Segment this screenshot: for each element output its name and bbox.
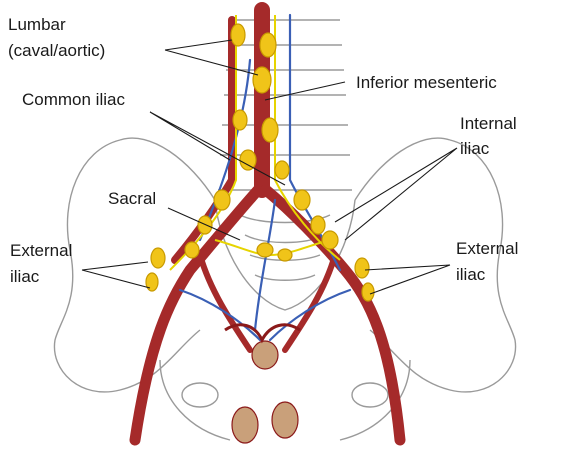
label-internal-iliac-line1: Internal [460,113,517,134]
label-internal-iliac-line2: iliac [460,138,489,159]
label-external-iliac-left-line2: iliac [10,266,39,287]
label-external-iliac-left-line1: External [10,240,72,261]
label-lumbar-line2: (caval/aortic) [8,40,105,61]
pelvic-organs [232,341,298,443]
label-lumbar-line1: Lumbar [8,14,66,35]
label-sacral: Sacral [108,188,156,209]
label-external-iliac-right-line1: External [456,238,518,259]
label-inferior-mesenteric: Inferior mesenteric [356,72,497,93]
label-external-iliac-right-line2: iliac [456,264,485,285]
label-common-iliac: Common iliac [22,89,125,110]
